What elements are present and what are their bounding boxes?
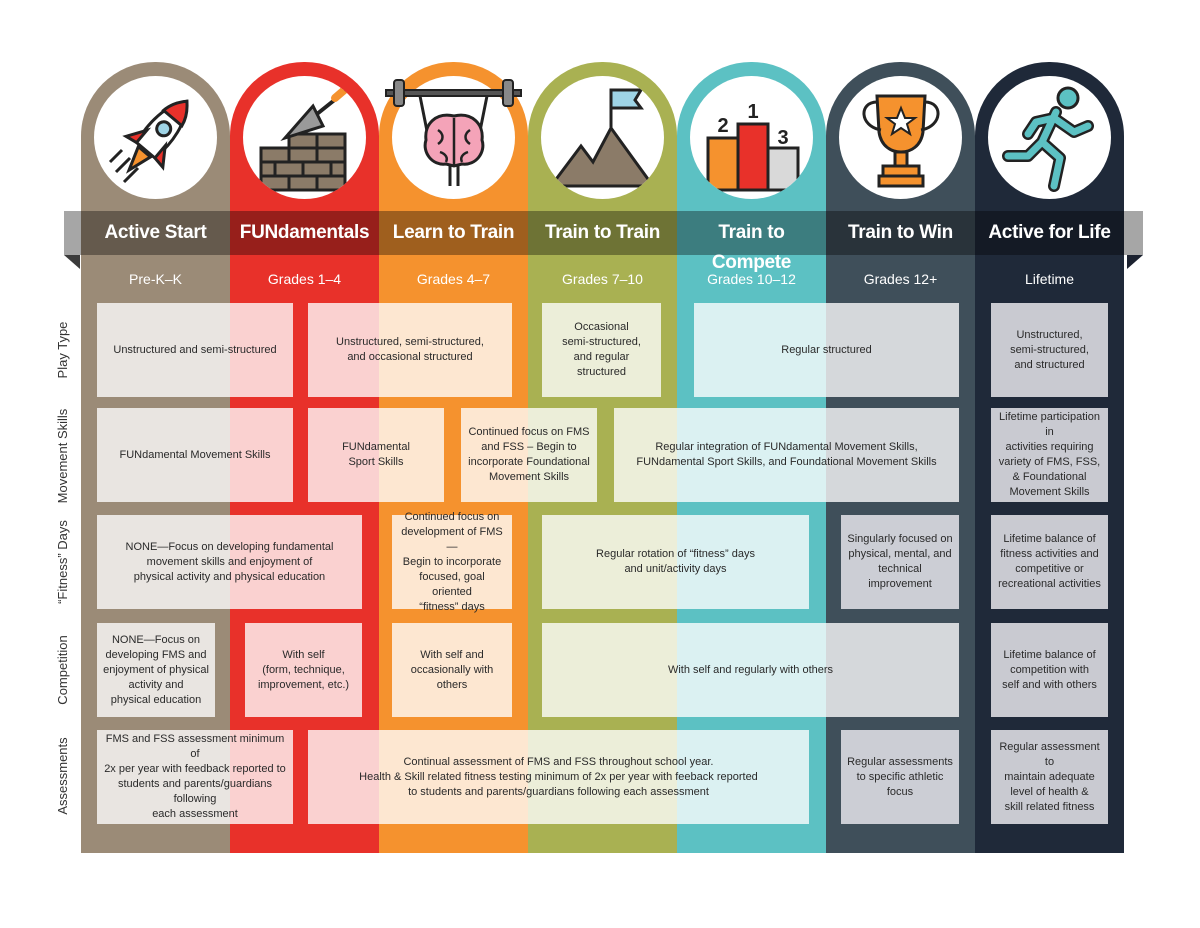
- cell-movement-skills-5: Lifetime participation in activities req…: [991, 408, 1108, 502]
- cell-movement-skills-2: FUNdamental Sport Skills: [308, 408, 444, 502]
- stage-title-train-to-win: Train to Win: [848, 222, 953, 243]
- cell-play-type-1: Unstructured and semi-structured: [97, 303, 293, 397]
- cell-play-type-5: Unstructured, semi-structured, and struc…: [991, 303, 1108, 397]
- row-label-assessments: Assessments: [55, 737, 70, 815]
- cell-assessments-1: FMS and FSS assessment minimum of 2x per…: [97, 730, 293, 824]
- cell-play-type-2: Unstructured, semi-structured, and occas…: [308, 303, 512, 397]
- grade-active-for-life: Lifetime: [1024, 271, 1075, 287]
- grade-fundamentals: Grades 1–4: [267, 271, 342, 287]
- cell-fitness-days-4: Singularly focused on physical, mental, …: [841, 515, 959, 609]
- stage-title-active-for-life: Active for Life: [988, 222, 1111, 243]
- grade-active-start: Pre-K–K: [129, 271, 182, 287]
- cell-fitness-days-2: Continued focus on development of FMS— B…: [392, 511, 512, 613]
- brain-barbell-icon: [385, 76, 522, 199]
- grade-train-to-win: Grades 12+: [863, 271, 938, 287]
- trophy-icon: [839, 76, 962, 199]
- podium-label-2: 2: [717, 115, 728, 137]
- stage-title-train-to-train: Train to Train: [544, 222, 661, 243]
- cell-movement-skills-3: Continued focus on FMS and FSS – Begin t…: [461, 408, 597, 502]
- cell-competition-3: With self and occasionally with others: [392, 623, 512, 717]
- stage-title-train-to-compete: Train to Compete: [711, 222, 792, 273]
- cell-assessments-3: Regular assessments to specific athletic…: [841, 730, 959, 824]
- grade-train-to-compete: Grades 10–12: [707, 271, 796, 287]
- cell-competition-4: With self and regularly with others: [542, 623, 959, 717]
- cell-fitness-days-3: Regular rotation of “fitness” days and u…: [542, 515, 809, 609]
- cell-movement-skills-4: Regular integration of FUNdamental Movem…: [614, 408, 959, 502]
- cell-competition-5: Lifetime balance of competition with sel…: [991, 623, 1108, 717]
- runner-icon: [988, 76, 1111, 199]
- stage-title-fundamentals: FUNdamentals: [239, 222, 370, 243]
- cell-fitness-days-5: Lifetime balance of fitness activities a…: [991, 515, 1108, 609]
- cell-movement-skills-1: FUNdamental Movement Skills: [97, 408, 293, 502]
- grade-learn-to-train: Grades 4–7: [416, 271, 491, 287]
- cell-assessments-2: Continual assessment of FMS and FSS thro…: [308, 730, 809, 824]
- stage-title-band: [64, 211, 1143, 255]
- cell-play-type-3: Occasional semi-structured, and regular …: [542, 303, 661, 397]
- grade-train-to-train: Grades 7–10: [562, 271, 643, 287]
- band-fold-left: [64, 255, 80, 269]
- brick-trowel-icon: [243, 76, 366, 199]
- stage-title-active-start: Active Start: [104, 222, 207, 243]
- band-fold-right: [1127, 255, 1143, 269]
- cell-competition-1: NONE—Focus on developing FMS and enjoyme…: [97, 623, 215, 717]
- cell-fitness-days-1: NONE—Focus on developing fundamental mov…: [97, 515, 362, 609]
- podium-label-3: 3: [777, 127, 788, 149]
- cell-competition-2: With self (form, technique, improvement,…: [245, 623, 362, 717]
- stage-title-learn-to-train: Learn to Train: [392, 222, 515, 243]
- podium-icon: 2 1 3: [690, 76, 813, 199]
- cell-play-type-4: Regular structured: [694, 303, 959, 397]
- podium-label-1: 1: [747, 101, 758, 123]
- rocket-icon: [94, 76, 217, 199]
- cell-assessments-4: Regular assessment to maintain adequate …: [991, 730, 1108, 824]
- mountain-flag-icon: [541, 76, 664, 199]
